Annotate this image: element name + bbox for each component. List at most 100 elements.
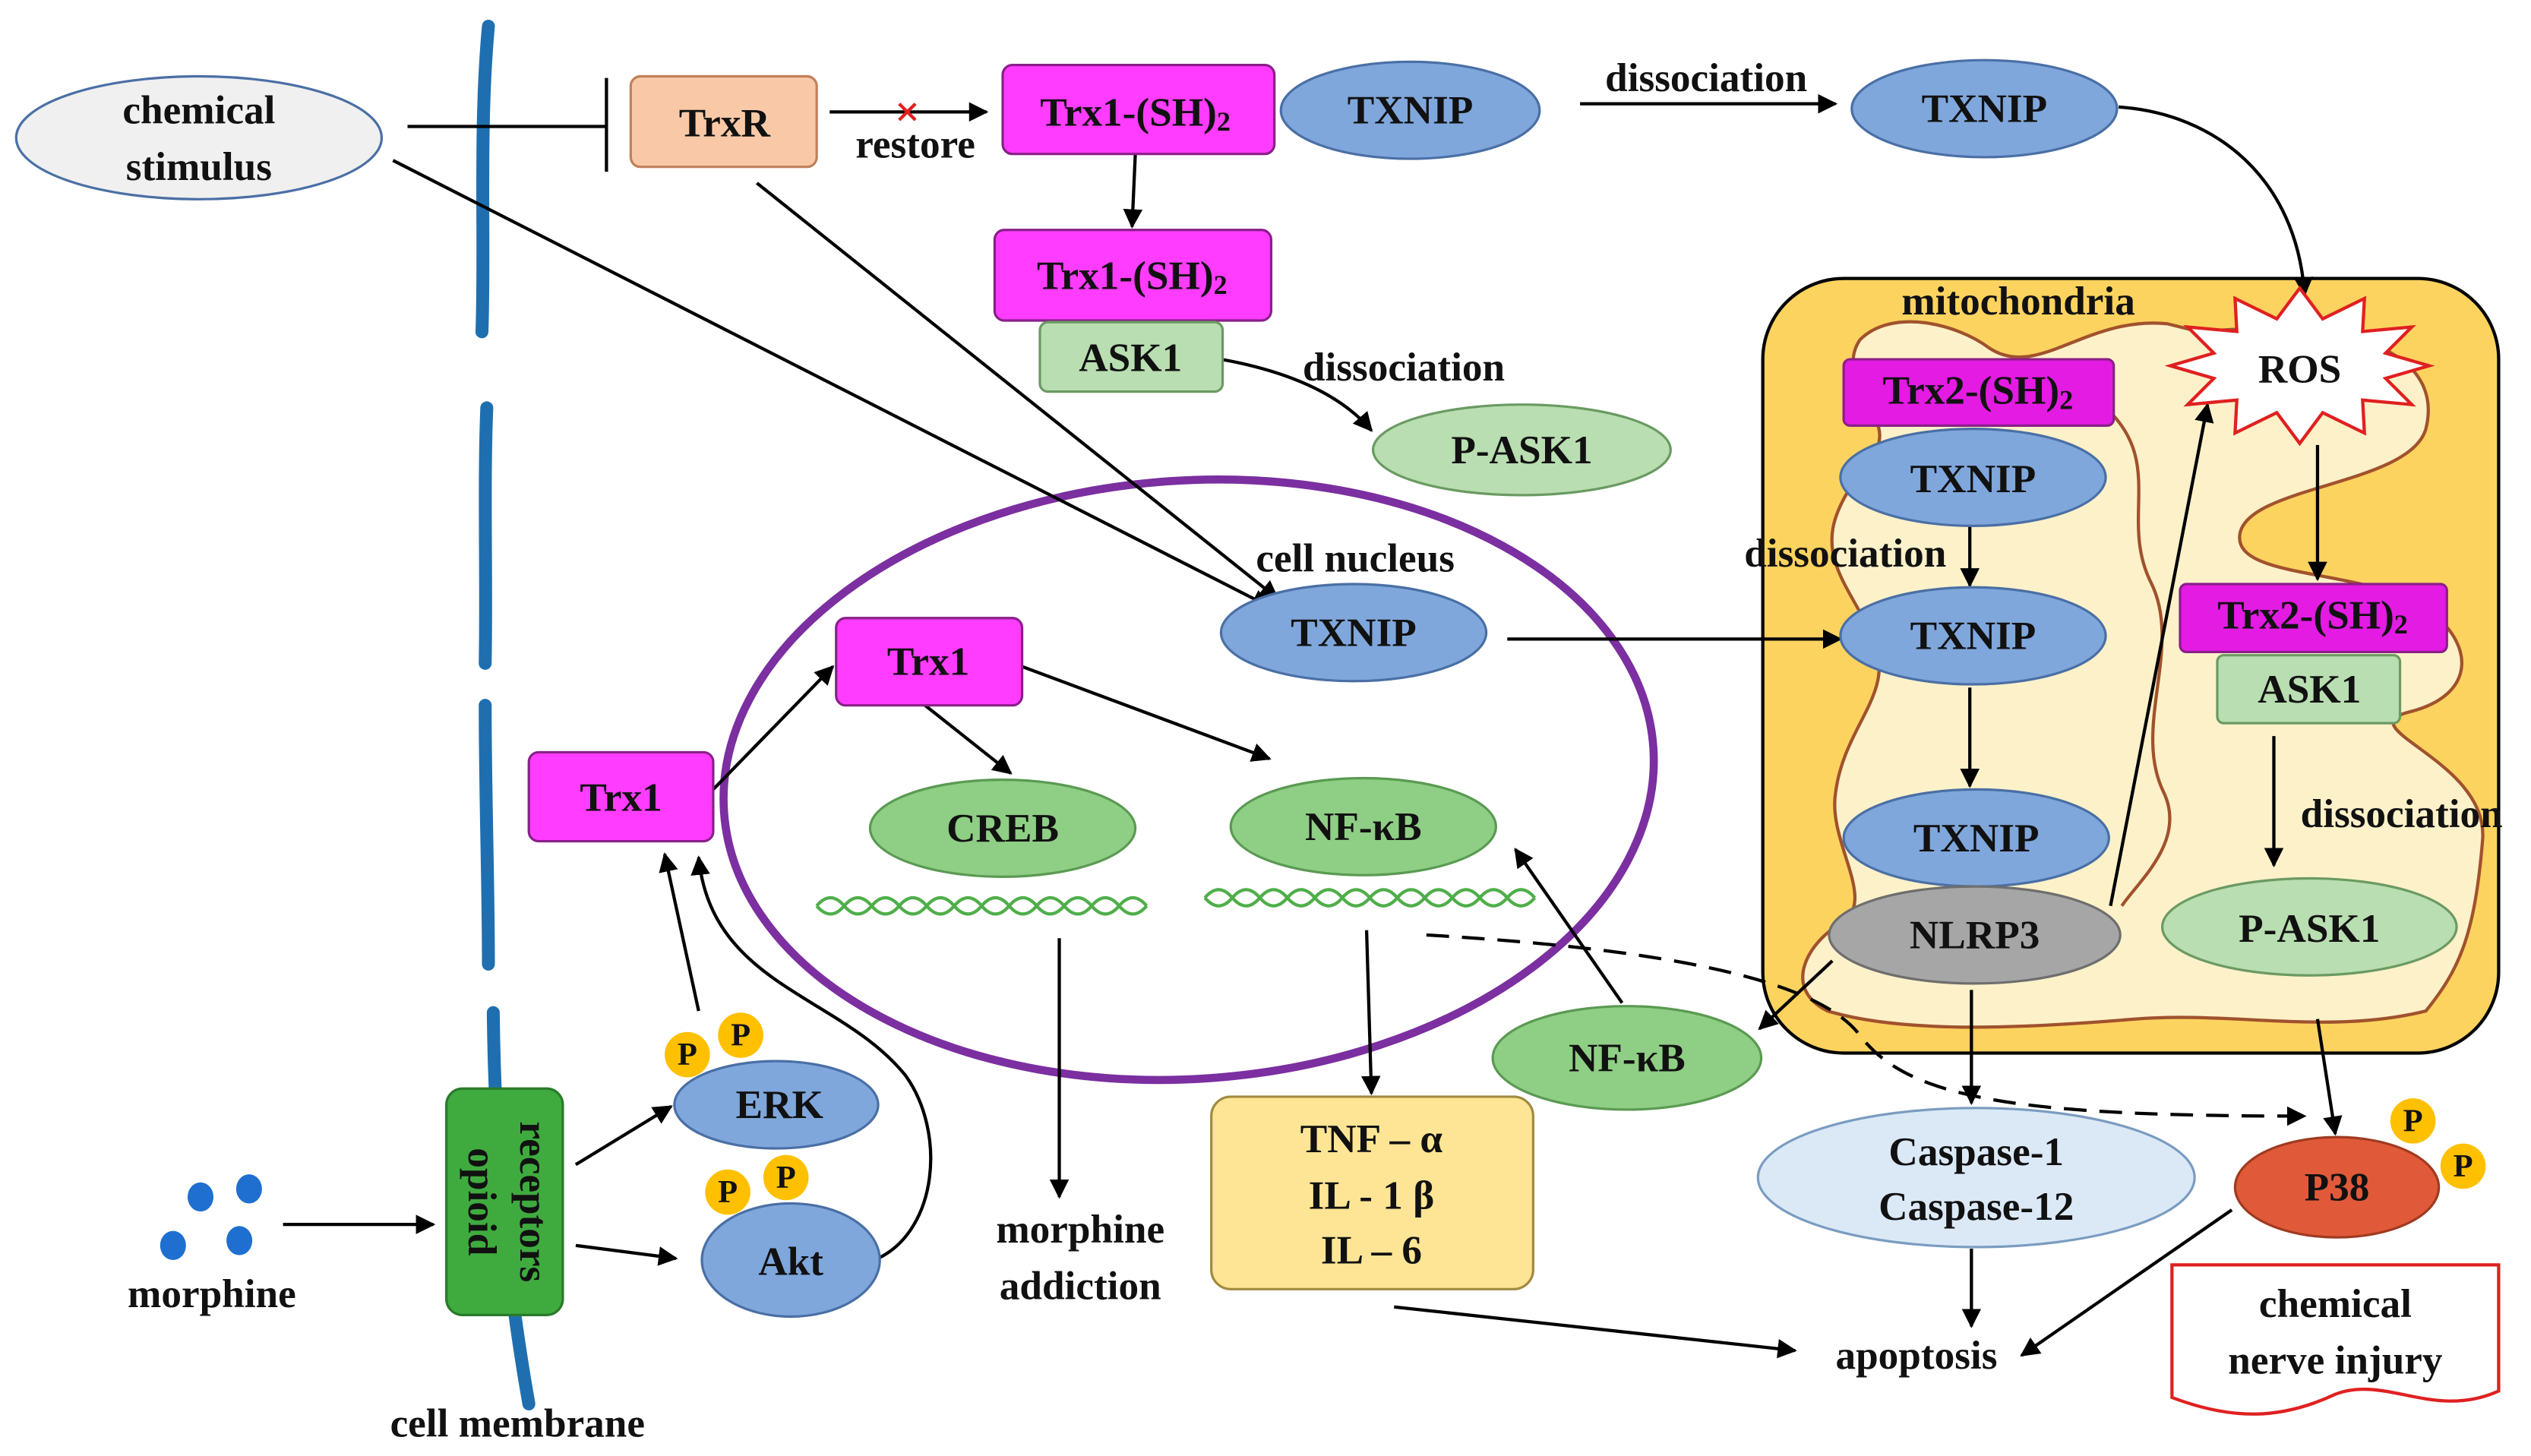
- cell-nucleus-label: cell nucleus: [1256, 535, 1455, 580]
- phospho-label: P: [776, 1160, 796, 1195]
- nfkb-cyto-label: NF-κB: [1569, 1035, 1686, 1080]
- trx1-cyto-node: [527, 750, 715, 843]
- trxr-node: [629, 74, 818, 169]
- opioid-receptors-line1: opioid: [460, 1148, 504, 1255]
- mito-to-p38-arrow: [2315, 1019, 2343, 1136]
- txnip-mito-2-label: TXNIP: [1910, 614, 2036, 659]
- morphine-dot: [226, 1226, 253, 1255]
- txnip-top-right-label: TXNIP: [1922, 87, 2048, 131]
- dna-helix-nfkb: [1203, 888, 1537, 908]
- nlrp3-to-ros-arrow: [2109, 403, 2214, 907]
- dissociation-ask-label: dissociation: [1303, 345, 1505, 390]
- membrane-segment-3: [479, 699, 495, 971]
- erk-to-trx1-arrow: [659, 852, 700, 1012]
- blocked-x-icon: [898, 103, 917, 122]
- ask1-cyto-node: [1038, 321, 1224, 393]
- receptor-to-erk-arrow: [574, 1104, 673, 1167]
- chemical-stimulus-line2: stimulus: [126, 144, 272, 189]
- trx1-sh2-ask-node: [993, 229, 1273, 322]
- creb-label: CREB: [946, 806, 1059, 851]
- nfkb-to-p38-dashed-arrow: [1426, 933, 2307, 1126]
- trx1-to-nfkb-arrow: [1021, 665, 1272, 762]
- restore-label: restore: [855, 122, 975, 166]
- txnip-top-label: TXNIP: [1348, 88, 1474, 133]
- morphine-dot: [160, 1230, 186, 1260]
- phospho-label: P: [731, 1018, 750, 1053]
- txnip-mito-1-node: [1839, 428, 2107, 527]
- p38-node: [2233, 1135, 2441, 1239]
- apoptosis-label: apoptosis: [1835, 1333, 1997, 1378]
- txnip-mito-1-label: TXNIP: [1910, 456, 2036, 501]
- trx1-sh2-top-node: [1001, 63, 1276, 156]
- creb-node: [868, 779, 1137, 878]
- receptor-to-akt-arrow: [575, 1243, 678, 1266]
- mitochondria-crista: [2101, 403, 2172, 907]
- txnip-nucleus-label: TXNIP: [1291, 610, 1417, 655]
- morphine-label: morphine: [128, 1271, 296, 1316]
- nlrp3-label: NLRP3: [1910, 913, 2040, 958]
- phospho-badge-p38-2: [2440, 1143, 2486, 1189]
- caspase-1-label: Caspase-1: [1888, 1129, 2064, 1174]
- trx2-sh2-a-label: Trx2-(SH)2: [1883, 368, 2074, 415]
- chemical-nerve-injury-line2: nerve injury: [2228, 1338, 2443, 1382]
- txnip-top-right-node: [1850, 58, 2119, 159]
- p-ask1-mito-node: [2160, 876, 2458, 977]
- ask1-mito-label: ASK1: [2258, 667, 2361, 712]
- p-ask1-cyto-node: [1371, 403, 1672, 497]
- phospho-label: P: [2403, 1103, 2423, 1139]
- morphine-addiction-line2: addiction: [1000, 1264, 1161, 1309]
- akt-node: [700, 1202, 881, 1319]
- phospho-label: P: [2454, 1148, 2473, 1184]
- nfkb-nucleus-label: NF-κB: [1305, 804, 1422, 849]
- chemical-stimulus-node: [14, 74, 384, 201]
- phospho-badge-akt-2: [763, 1154, 809, 1201]
- cytokines-node: [1210, 1095, 1534, 1290]
- p38-label: P38: [2305, 1165, 2370, 1210]
- dissociation-mito-1-label: dissociation: [1744, 531, 1946, 576]
- cytokine-il6: IL – 6: [1321, 1228, 1422, 1273]
- ask1-dissociation-arrow: [1221, 357, 1373, 432]
- txnip-to-ros-arrow: [2118, 105, 2314, 297]
- membrane-segment-2: [479, 401, 494, 670]
- caspase-node: [1756, 1107, 2196, 1249]
- stimulus-to-txnip-arrow: [392, 159, 1272, 608]
- akt-label: Akt: [758, 1240, 823, 1284]
- erk-label: ERK: [736, 1082, 823, 1127]
- txnip-mito-3-label: TXNIP: [1913, 816, 2040, 861]
- phospho-badge-akt-1: [705, 1169, 750, 1215]
- dna-helix-creb: [815, 895, 1149, 916]
- trx1-bind-ask1-arrow: [1123, 153, 1143, 229]
- phospho-badge-erk-1: [665, 1031, 710, 1078]
- cytokine-tnf: TNF – α: [1300, 1116, 1443, 1161]
- trx1-nucleus-label: Trx1: [887, 640, 969, 684]
- trxr-to-txnip-arrow: [756, 182, 1279, 600]
- phospho-label: P: [718, 1174, 738, 1210]
- txnip-top-node: [1279, 60, 1541, 160]
- nfkb-cyto-node: [1491, 1005, 1763, 1111]
- dissociation-top-label: dissociation: [1605, 55, 1807, 100]
- ros-starburst: [2164, 285, 2435, 447]
- cytokines-to-apoptosis-arrow: [1394, 1305, 1797, 1359]
- nfkb-nucleus-node: [1229, 776, 1497, 876]
- nlrp3-to-nfkb-arrow: [1758, 959, 1834, 1031]
- dissociation-mito-2-label: dissociation: [2301, 791, 2503, 836]
- akt-to-trx1-arrow: [690, 855, 933, 1260]
- trx2-sh2-a-node: [1842, 358, 2115, 427]
- txnip-nucleus-node: [1219, 583, 1488, 683]
- nlrp3-node: [1828, 885, 2122, 985]
- morphine-addiction-line1: morphine: [996, 1207, 1164, 1252]
- nfkb-translocation-arrow: [1514, 848, 1624, 1004]
- morphine-dot: [187, 1182, 214, 1212]
- phospho-badge-erk-2: [718, 1012, 763, 1058]
- trx1-to-creb-arrow: [924, 704, 1013, 775]
- nfkb-to-cytokines-arrow: [1361, 930, 1381, 1096]
- opioid-receptors-node: [445, 1087, 564, 1316]
- trx1-cyto-label: Trx1: [580, 775, 662, 820]
- cell-membrane-label: cell membrane: [390, 1401, 645, 1446]
- p38-to-apoptosis-arrow: [2020, 1208, 2233, 1357]
- phospho-badge-p38-1: [2390, 1098, 2436, 1144]
- connectors: [283, 77, 2343, 1359]
- morphine-dot: [235, 1174, 262, 1204]
- chemical-nerve-injury-box: [2170, 1263, 2501, 1416]
